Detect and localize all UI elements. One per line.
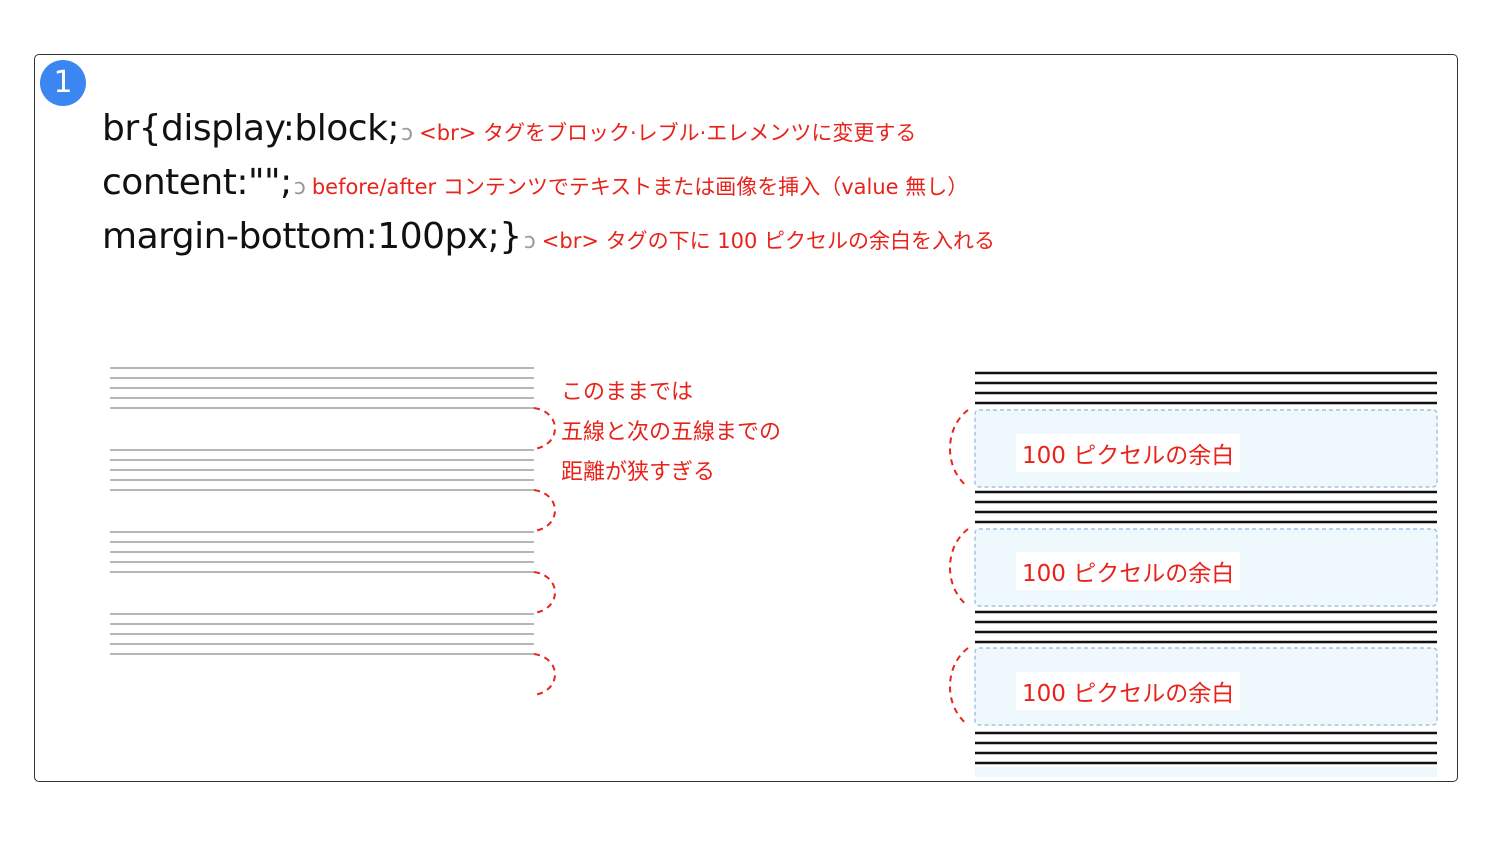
margin-label: 100 ピクセルの余白 bbox=[1016, 434, 1241, 472]
gap-bracket bbox=[533, 489, 556, 532]
margin-label: 100 ピクセルの余白 bbox=[1016, 552, 1241, 590]
problem-note-line: 五線と次の五線までの bbox=[561, 420, 782, 445]
return-icon: ↄ bbox=[401, 121, 414, 146]
code-line-display-block: br{display:block; ↄ <br> タグをブロック·レブル·エレメ… bbox=[102, 108, 916, 149]
problem-note-line: このままでは bbox=[561, 380, 694, 405]
code-annotation: before/after コンテンツでテキストまたは画像を挿入（value 無し… bbox=[311, 175, 969, 199]
return-icon: ↄ bbox=[293, 175, 306, 200]
css-code: br{display:block; bbox=[102, 108, 400, 149]
margin-label: 100 ピクセルの余白 bbox=[1016, 672, 1241, 710]
margin-bracket bbox=[949, 528, 969, 607]
code-annotation: <br> タグをブロック·レブル·エレメンツに変更する bbox=[419, 121, 917, 145]
gap-bracket bbox=[533, 571, 556, 614]
example-frame bbox=[34, 54, 1458, 782]
css-code: margin-bottom:100px;} bbox=[102, 216, 522, 257]
code-annotation: <br> タグの下に 100 ピクセルの余白を入れる bbox=[541, 229, 996, 253]
gap-bracket bbox=[533, 653, 556, 696]
margin-bracket bbox=[949, 409, 969, 488]
code-line-content: content:""; ↄ before/after コンテンツでテキストまたは… bbox=[102, 162, 968, 203]
step-number-badge: 1 bbox=[40, 60, 86, 106]
margin-bracket bbox=[949, 647, 969, 726]
code-line-margin-bottom: margin-bottom:100px;} ↄ <br> タグの下に 100 ピ… bbox=[102, 216, 995, 257]
return-icon: ↄ bbox=[523, 229, 536, 254]
css-code: content:""; bbox=[102, 162, 292, 203]
problem-note-line: 距離が狭すぎる bbox=[561, 460, 716, 485]
gap-bracket bbox=[533, 407, 556, 450]
margin-box-partial bbox=[975, 767, 1437, 777]
